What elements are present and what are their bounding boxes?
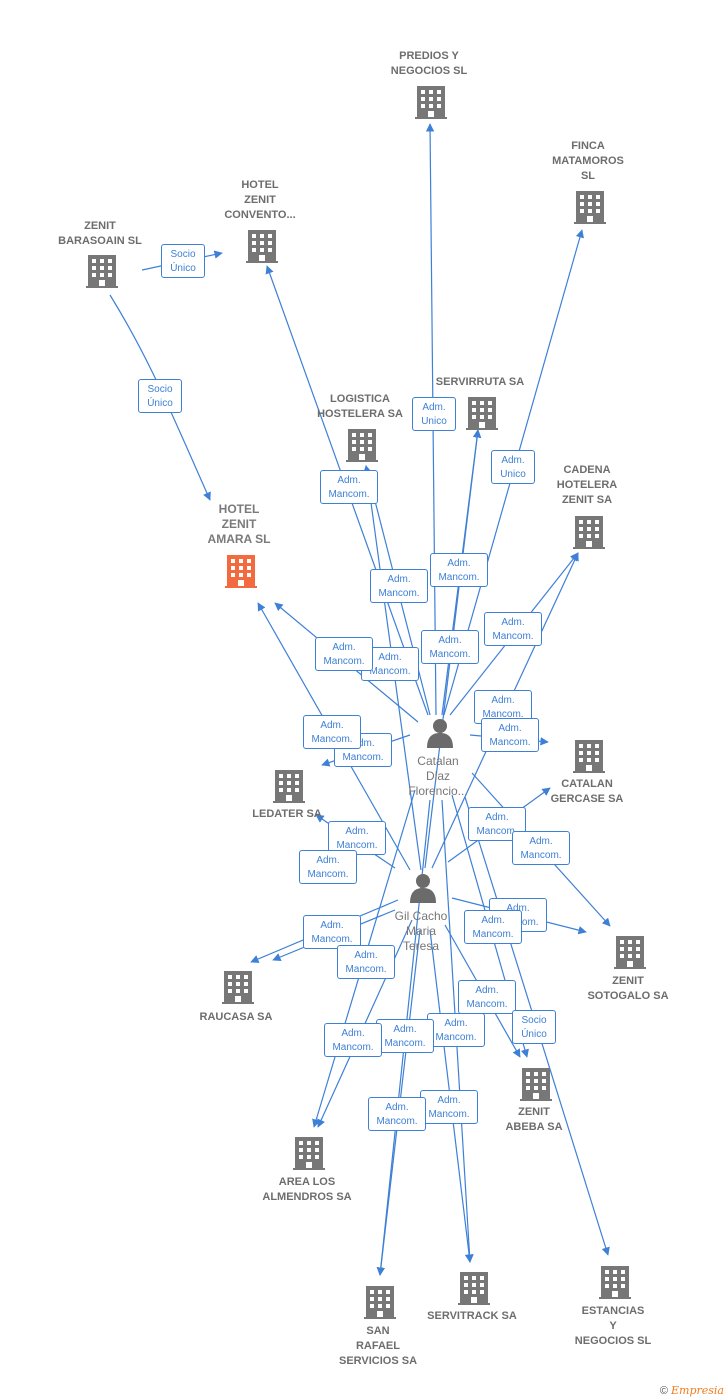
company-label-catalan-gercase[interactable]: CATALAN GERCASE SA [550, 778, 624, 805]
company-label-zenit-sotogalo[interactable]: ZENIT SOTOGALO SA [587, 975, 669, 1002]
relation-badge: Adm. Mancom. [464, 910, 522, 944]
person-label-gil[interactable]: Gil Cacho Maria Teresa [394, 909, 448, 953]
relation-badge: Adm. Mancom. [320, 470, 378, 504]
company-label-predios[interactable]: PREDIOS Y NEGOCIOS SL [390, 50, 468, 77]
building-icon [466, 397, 498, 430]
building-icon [614, 936, 646, 969]
building-icon [573, 740, 605, 773]
building-icon [364, 1286, 396, 1319]
building-icon [293, 1137, 325, 1170]
focus-building-icon [225, 555, 257, 588]
relation-badge: Adm. Mancom. [299, 850, 357, 884]
building-icon [246, 230, 278, 263]
building-icon [520, 1068, 552, 1101]
building-icon [273, 770, 305, 803]
relation-badge: Adm. Mancom. [481, 718, 539, 752]
company-label-zenit-abeba[interactable]: ZENIT ABEBA SA [505, 1106, 563, 1133]
relation-badge: Adm. Mancom. [337, 945, 395, 979]
person-icon [427, 719, 453, 748]
footer-brand: © Empresia [660, 1384, 724, 1397]
company-label-logistica[interactable]: LOGISTICA HOSTELERA SA [317, 393, 403, 420]
company-label-ledater[interactable]: LEDATER SA [252, 808, 322, 820]
edges [109, 123, 611, 1276]
relation-badge: Adm. Mancom. [421, 630, 479, 664]
relation-badge: Adm. Mancom. [484, 612, 542, 646]
building-icon [415, 86, 447, 119]
building-icon [458, 1272, 490, 1305]
relation-badge: Adm. Mancom. [458, 980, 516, 1014]
person-icon [410, 874, 436, 903]
relation-badge: Adm. Mancom. [420, 1090, 478, 1124]
relation-badge: Adm. Unico [412, 397, 456, 431]
building-icon [222, 971, 254, 1004]
relation-badge: Adm. Mancom. [303, 715, 361, 749]
relation-badge: Adm. Mancom. [512, 831, 570, 865]
relation-badge: Socio Único [512, 1010, 556, 1044]
building-icon [573, 516, 605, 549]
company-label-estancias[interactable]: ESTANCIAS Y NEGOCIOS SL [574, 1305, 652, 1347]
relation-badge: Adm. Mancom. [324, 1023, 382, 1057]
relation-badge: Adm. Mancom. [376, 1019, 434, 1053]
company-label-san-rafael[interactable]: SAN RAFAEL SERVICIOS SA [338, 1325, 418, 1367]
relation-badge: Adm. Mancom. [328, 821, 386, 855]
building-icon [86, 255, 118, 288]
relation-badge: Adm. Mancom. [315, 637, 373, 671]
company-label-finca[interactable]: FINCA MATAMOROS SL [552, 140, 624, 182]
building-icon [346, 429, 378, 462]
company-label-hotel-amara[interactable]: HOTEL ZENIT AMARA SL [207, 502, 271, 546]
relation-badge: Adm. Mancom. [368, 1097, 426, 1131]
company-label-area-almendros[interactable]: AREA LOS ALMENDROS SA [262, 1176, 352, 1203]
relation-badge: Adm. Mancom. [430, 553, 488, 587]
relation-badge: Adm. Mancom. [370, 569, 428, 603]
company-label-servitrack[interactable]: SERVITRACK SA [427, 1310, 517, 1322]
relation-badge: Socio Único [161, 244, 205, 278]
relation-badge: Adm. Mancom. [427, 1013, 485, 1047]
company-label-hotel-convento[interactable]: HOTEL ZENIT CONVENTO... [224, 179, 296, 221]
relation-badge: Socio Único [138, 379, 182, 413]
person-label-catalan[interactable]: Catalan Diaz Florencio... [408, 754, 468, 798]
building-icon [599, 1266, 631, 1299]
company-label-zenit-barasoain[interactable]: ZENIT BARASOAIN SL [58, 220, 142, 247]
company-label-servirruta[interactable]: SERVIRRUTA SA [435, 376, 525, 388]
company-label-cadena[interactable]: CADENA HOTELERA ZENIT SA [556, 464, 618, 506]
building-icon [574, 191, 606, 224]
copyright-symbol: © [659, 1385, 668, 1397]
relation-badge: Adm. Unico [491, 450, 535, 484]
brand-logo-text: Empresia [671, 1384, 724, 1397]
relation-badge: Adm. Mancom. [303, 915, 361, 949]
company-label-raucasa[interactable]: RAUCASA SA [199, 1011, 273, 1023]
